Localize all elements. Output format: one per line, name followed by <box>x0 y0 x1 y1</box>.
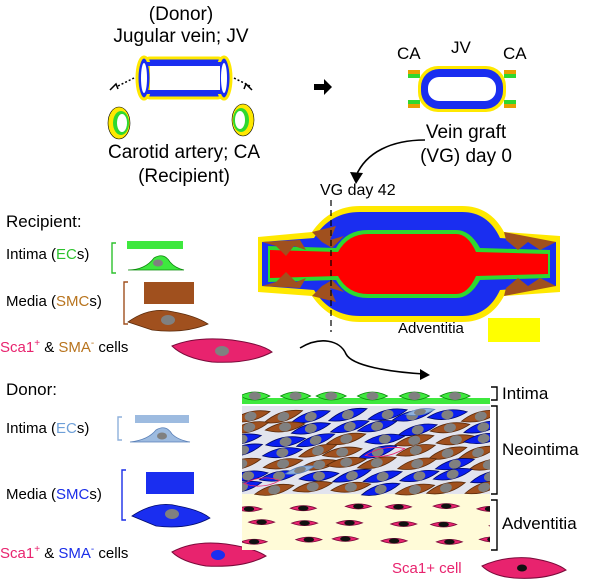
recipient-sca1-cell <box>171 338 273 363</box>
donor-intima-label: Intima (ECs) <box>6 420 90 437</box>
recipient-title: Recipient: <box>6 212 82 231</box>
donor-jugular-vein <box>135 55 233 101</box>
curved-arrow-icon <box>350 139 426 184</box>
intima-layer-label: Intima <box>502 384 549 403</box>
neointima-layer-label: Neointima <box>502 440 579 459</box>
carotid-artery-right <box>231 103 255 137</box>
carotid-artery-left <box>107 106 131 140</box>
graft-jv-label: JV <box>451 38 471 57</box>
panel-sca1-cell <box>481 557 567 579</box>
recipient-smc-legend <box>123 281 209 332</box>
vessel-wall-layers <box>242 388 490 550</box>
donor-ec-legend <box>117 415 191 443</box>
jugular-vein-label: Jugular vein; JV <box>113 26 249 47</box>
recipient-intima-label: Intima (ECs) <box>6 246 90 263</box>
graft-ca-left-label: CA <box>397 44 421 63</box>
adventitia-swatch <box>488 318 540 342</box>
wavy-arrow-icon <box>299 340 430 380</box>
adventitia-legend-label: Adventitia <box>398 320 464 337</box>
adventitia-layer-label: Adventitia <box>502 514 577 533</box>
vein-graft-day42 <box>258 200 560 332</box>
carotid-artery-label: Carotid artery; CA <box>107 142 261 163</box>
vein-graft-title: Vein graft <box>425 122 507 143</box>
recipient-paren-label: (Recipient) <box>138 166 230 187</box>
ligature-left-icon <box>109 77 135 91</box>
donor-media-label: Media (SMCs) <box>6 486 102 503</box>
vg-day42-label: VG day 42 <box>320 182 396 199</box>
donor-title: Donor: <box>6 380 58 399</box>
sca1-cell-label: Sca1+ cell <box>392 560 462 577</box>
graft-ca-right-label: CA <box>503 44 527 63</box>
recipient-ec-legend <box>111 241 185 274</box>
ligature-right-icon <box>233 77 253 91</box>
vein-graft-day0 <box>408 66 516 112</box>
layer-brackets <box>491 386 498 551</box>
recipient-media-label: Media (SMCs) <box>6 293 102 310</box>
vein-graft-day0-label: (VG) day 0 <box>420 146 512 167</box>
donor-sca1-label: Sca1+ & SMA- cells <box>0 544 129 562</box>
arrow-right-icon <box>314 79 332 95</box>
donor-smc-legend <box>121 469 211 528</box>
recipient-sca1-label: Sca1+ & SMA- cells <box>0 338 129 356</box>
donor-label: (Donor) <box>148 4 214 25</box>
